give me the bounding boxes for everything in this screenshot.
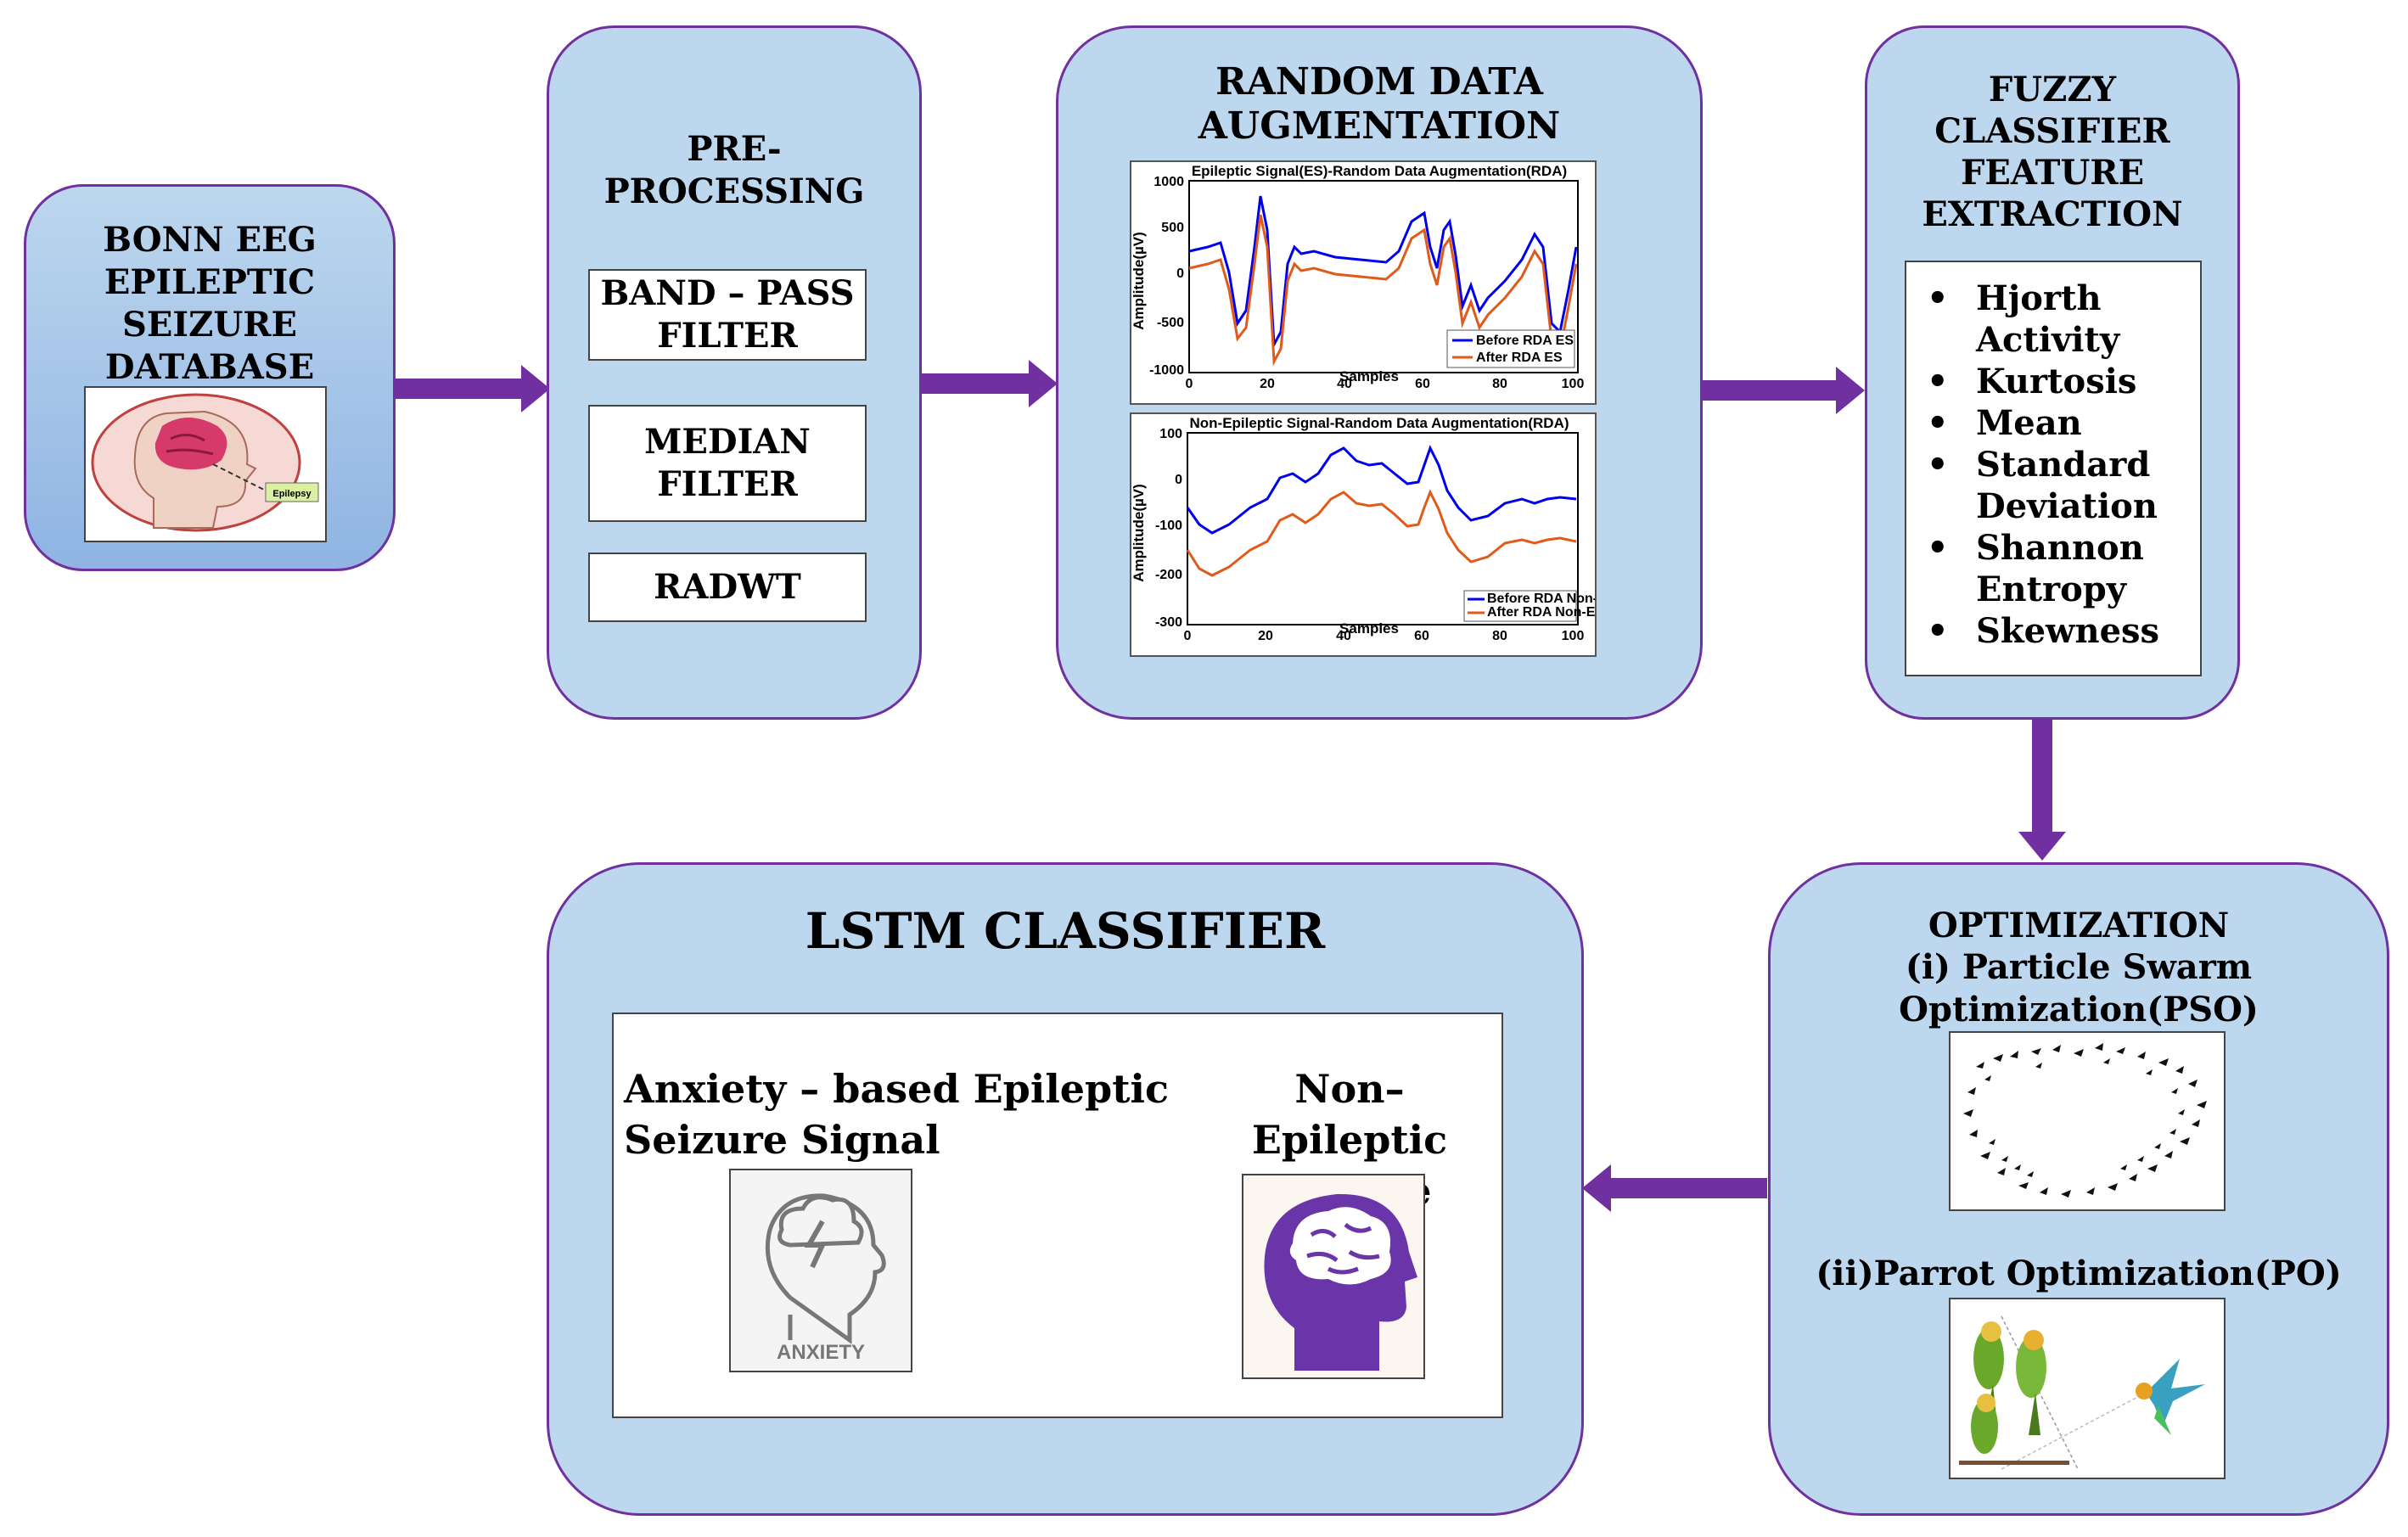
po-image — [1949, 1298, 2226, 1479]
non-es-ytick: -300 — [1155, 615, 1182, 630]
es-xtick: 60 — [1415, 377, 1430, 391]
es-ytick: -1000 — [1149, 363, 1184, 378]
feature-item: Shannon Entropy — [1927, 527, 2200, 610]
po-label: (ii)Parrot Optimization(PO) — [1816, 1254, 2342, 1293]
pso-image — [1949, 1031, 2226, 1211]
database-panel: BONN EEG EPILEPTIC SEIZURE DATABASE Epil… — [24, 184, 396, 571]
optimization-title: OPTIMIZATION — [1928, 906, 2230, 945]
non-es-xtick: 0 — [1184, 629, 1192, 643]
brain-head-icon — [1264, 1193, 1417, 1371]
features-title: FUZZY CLASSIFIER FEATURE EXTRACTION — [1922, 70, 2183, 234]
feature-item: Skewness — [1927, 610, 2200, 652]
non-es-xtick: 40 — [1336, 629, 1351, 643]
non-es-ytick: 100 — [1159, 427, 1182, 441]
es-plot-title: Epileptic Signal(ES)-Random Data Augment… — [1192, 163, 1567, 179]
bandpass-filter-box: BAND – PASS FILTER — [588, 269, 867, 361]
es-line-after — [1188, 214, 1578, 367]
database-image: Epilepsy — [84, 386, 327, 542]
lstm-panel: LSTM CLASSIFIER Anxiety – based Epilepti… — [547, 862, 1584, 1516]
preprocessing-panel: PRE- PROCESSING BAND – PASS FILTER MEDIA… — [547, 25, 922, 720]
es-xtick: 20 — [1260, 377, 1275, 391]
anxiety-head-icon: ANXIETY — [765, 1193, 886, 1364]
features-list: Hjorth Activity Kurtosis Mean Standard D… — [1906, 262, 2200, 652]
non-es-line-before — [1186, 445, 1577, 535]
epilepsy-label: Epilepsy — [272, 489, 312, 499]
arrow-database-to-preprocessing — [394, 365, 550, 412]
median-filter-box: MEDIAN FILTER — [588, 405, 867, 522]
es-xtick: 100 — [1562, 377, 1585, 391]
arrow-optimization-to-lstm — [1582, 1164, 1767, 1212]
optimization-panel: OPTIMIZATION (i) Particle Swarm Optimiza… — [1768, 862, 2389, 1516]
es-xtick: 0 — [1186, 377, 1193, 391]
feature-item: Standard Deviation — [1927, 444, 2200, 527]
non-es-xtick: 100 — [1562, 629, 1585, 643]
es-ytick: 1000 — [1153, 175, 1184, 189]
non-es-plot-title: Non-Epileptic Signal-Random Data Augment… — [1189, 415, 1569, 431]
es-ytick: 0 — [1176, 266, 1184, 281]
lstm-output-box: Anxiety – based Epileptic Seizure Signal… — [612, 1013, 1503, 1418]
es-line-before — [1188, 195, 1578, 350]
augmentation-title: RANDOM DATA AUGMENTATION — [1198, 60, 1561, 148]
bird-swarm-icon — [1963, 1043, 2207, 1198]
es-plot: Epileptic Signal(ES)-Random Data Augment… — [1130, 160, 1597, 405]
non-epileptic-image — [1242, 1174, 1425, 1379]
preprocessing-title: PRE- PROCESSING — [603, 129, 865, 211]
non-es-ytick: 0 — [1175, 473, 1182, 487]
non-es-plot: Non-Epileptic Signal-Random Data Augment… — [1130, 412, 1597, 657]
pso-label: (i) Particle Swarm Optimization(PSO) — [1899, 947, 2259, 1029]
lstm-title: LSTM CLASSIFIER — [805, 902, 1326, 960]
es-xtick: 80 — [1492, 377, 1507, 391]
anxiety-caption: ANXIETY — [777, 1341, 865, 1364]
arrow-augmentation-to-features — [1700, 367, 1865, 414]
arrow-features-to-optimization — [2018, 720, 2066, 861]
brain-head-icon: Epilepsy — [91, 393, 319, 532]
non-es-ytick: -200 — [1155, 568, 1182, 582]
non-es-legend-before: Before RDA Non-ES — [1487, 592, 1595, 606]
class-anxiety-label: Anxiety – based Epileptic Seizure Signal — [624, 1066, 1169, 1163]
feature-item: Mean — [1927, 402, 2200, 444]
non-es-line-after — [1186, 489, 1577, 577]
feature-item: Hjorth Activity — [1927, 278, 2200, 361]
es-ylabel: Amplitude(µV) — [1131, 232, 1147, 330]
es-legend-after: After RDA ES — [1476, 351, 1563, 365]
non-es-xtick: 20 — [1258, 629, 1273, 643]
es-ytick: 500 — [1161, 221, 1184, 235]
non-es-ylabel: Amplitude(µV) — [1131, 484, 1147, 582]
features-panel: FUZZY CLASSIFIER FEATURE EXTRACTION Hjor… — [1865, 25, 2240, 720]
feature-item: Kurtosis — [1927, 361, 2200, 402]
non-es-xtick: 60 — [1414, 629, 1429, 643]
non-es-xlabel: Samples — [1339, 620, 1399, 637]
anxiety-image: ANXIETY — [729, 1169, 912, 1372]
radwt-box: RADWT — [588, 553, 867, 622]
non-es-ytick: -100 — [1155, 519, 1182, 533]
features-list-box: Hjorth Activity Kurtosis Mean Standard D… — [1905, 261, 2202, 676]
es-ytick: -500 — [1157, 316, 1184, 330]
non-es-xtick: 80 — [1492, 629, 1507, 643]
arrow-preprocessing-to-augmentation — [920, 360, 1058, 407]
non-es-legend-after: After RDA Non-ES — [1487, 605, 1595, 620]
es-xtick: 40 — [1337, 377, 1352, 391]
es-legend-before: Before RDA ES — [1476, 334, 1574, 348]
database-title: BONN EEG EPILEPTIC SEIZURE DATABASE — [103, 220, 317, 387]
es-xlabel: Samples — [1339, 368, 1399, 384]
augmentation-panel: RANDOM DATA AUGMENTATION Epileptic Signa… — [1056, 25, 1703, 720]
parrot-icon — [1959, 1315, 2205, 1470]
